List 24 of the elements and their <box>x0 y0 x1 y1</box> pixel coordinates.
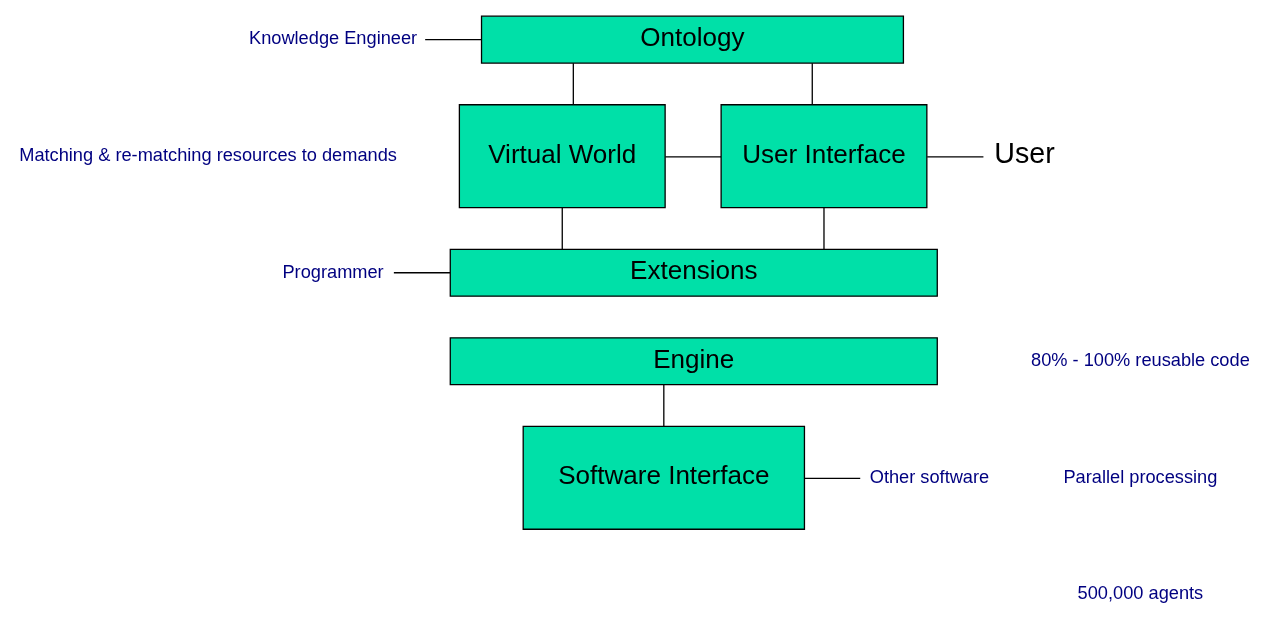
label: Matching & re-matching resources to demands <box>19 145 397 166</box>
node-box: User Interface <box>720 104 928 209</box>
connector <box>572 62 574 106</box>
connector <box>823 207 825 250</box>
connector <box>424 39 482 41</box>
connector <box>561 207 563 250</box>
node-text: Other software <box>869 466 990 487</box>
node-box: Virtual World <box>458 104 666 209</box>
connector <box>393 272 451 274</box>
connector <box>664 156 722 158</box>
node-box: Software Interface <box>522 425 806 530</box>
node-text: Knowledge Engineer <box>249 28 418 49</box>
connector <box>804 477 861 480</box>
node-box: Extensions <box>449 248 938 297</box>
label: Parallel processing <box>1063 466 1218 487</box>
node-box: Ontology <box>480 15 905 64</box>
connector <box>926 156 985 158</box>
node-text: Programmer <box>282 261 384 282</box>
connector <box>811 62 813 106</box>
label: 80% - 100% reusable code <box>1031 350 1250 371</box>
connector <box>663 384 665 427</box>
node-box: Engine <box>449 337 938 386</box>
label: 500,000 agents <box>1077 583 1204 604</box>
node-text: User <box>994 137 1055 170</box>
